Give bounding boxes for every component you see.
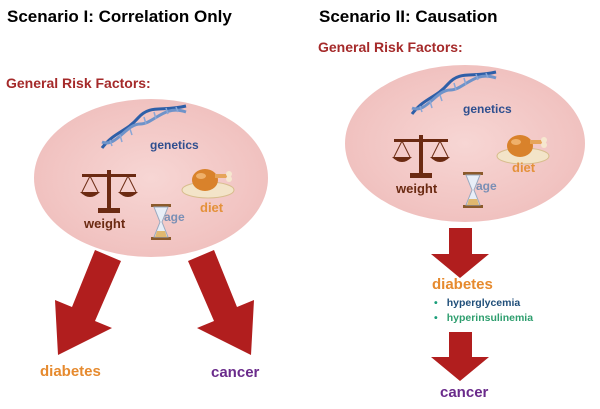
scale-icon <box>392 135 450 178</box>
arrow-icon <box>55 250 121 355</box>
hourglass-icon <box>463 172 483 208</box>
scenario2-diet-label: diet <box>512 160 536 175</box>
scenario1-diabetes-label: diabetes <box>40 363 101 380</box>
arrow-icon <box>431 332 489 381</box>
scenario1-title: Scenario I: Correlation Only <box>7 7 232 26</box>
list-item: • hyperglycemia <box>434 296 533 311</box>
scenario1-genetics-label: genetics <box>150 138 199 152</box>
bullet-icon: • <box>434 312 438 324</box>
scenario2-diabetes-label: diabetes <box>432 276 493 293</box>
scenario1-cancer-label: cancer <box>211 364 260 381</box>
bullet-icon: • <box>434 297 438 309</box>
scenario1-diet-label: diet <box>200 200 224 215</box>
scenario2-age-label: age <box>476 179 497 193</box>
bullet-hyperglycemia: hyperglycemia <box>446 297 521 309</box>
turkey-icon <box>496 135 550 165</box>
turkey-icon <box>181 169 235 199</box>
bullet-hyperinsulinemia: hyperinsulinemia <box>446 312 534 324</box>
dna-icon <box>410 70 497 115</box>
scenario1-age-label: age <box>164 210 185 224</box>
scenario2-genetics-label: genetics <box>463 102 512 116</box>
scenario2-title: Scenario II: Causation <box>319 7 498 26</box>
scenario2-cancer-label: cancer <box>440 384 489 401</box>
arrow-icon <box>188 250 254 355</box>
scenario2-weight-label: weight <box>396 181 438 196</box>
scenario1-weight-label: weight <box>84 216 126 231</box>
arrow-icon <box>431 228 489 278</box>
dna-icon <box>100 104 187 149</box>
hourglass-icon <box>151 204 171 240</box>
scenario2-diabetes-details: • hyperglycemia • hyperinsulinemia <box>434 296 533 326</box>
scale-icon <box>80 170 138 213</box>
scenario2-risk-factors-title: General Risk Factors: <box>318 39 463 55</box>
list-item: • hyperinsulinemia <box>434 311 533 326</box>
scenario1-risk-factors-title: General Risk Factors: <box>6 75 151 91</box>
